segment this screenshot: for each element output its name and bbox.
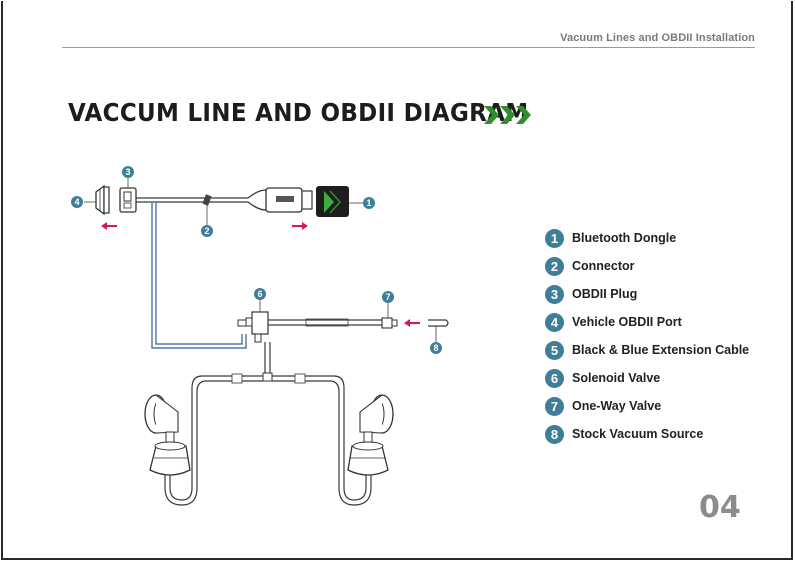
bluetooth-dongle-icon xyxy=(316,186,349,217)
callout-8: 8 xyxy=(430,342,442,354)
legend-number-badge: 7 xyxy=(545,396,564,416)
page-title: VACCUM LINE AND OBDII DIAGRAM xyxy=(68,99,529,128)
legend-item: 1 Bluetooth Dongle xyxy=(545,224,749,252)
obdii-connector-end xyxy=(265,187,313,213)
solenoid-valve-icon xyxy=(237,300,269,343)
legend-number-badge: 2 xyxy=(545,256,564,276)
legend-number-badge: 1 xyxy=(545,228,564,248)
page-number: 04 xyxy=(699,490,741,525)
legend-label: One-Way Valve xyxy=(572,399,662,413)
stock-vacuum-source xyxy=(428,319,449,342)
obdii-plug-icon xyxy=(119,178,137,213)
legend-item: 4 Vehicle OBDII Port xyxy=(545,308,749,336)
vehicle-obdii-port-icon xyxy=(95,184,110,216)
legend-item: 7 One-Way Valve xyxy=(545,392,749,420)
legend-label: Bluetooth Dongle xyxy=(572,231,677,245)
svg-text:8: 8 xyxy=(433,343,438,353)
direction-arrow-left xyxy=(101,222,117,230)
legend-number-badge: 5 xyxy=(545,340,564,360)
header-divider xyxy=(62,47,755,48)
legend-label: Solenoid Valve xyxy=(572,371,661,385)
gauge-pod-icon xyxy=(347,394,394,476)
legend-item: 3 OBDII Plug xyxy=(545,280,749,308)
legend-label: Stock Vacuum Source xyxy=(572,427,704,441)
vacuum-hose-right xyxy=(268,319,382,326)
direction-arrow-source xyxy=(404,319,420,327)
legend-number-badge: 3 xyxy=(545,284,564,304)
callout-1: 1 xyxy=(363,197,375,209)
callout-4: 4 xyxy=(71,196,83,208)
legend-item: 2 Connector xyxy=(545,252,749,280)
legend-label: Connector xyxy=(572,259,635,273)
svg-text:1: 1 xyxy=(366,198,371,208)
legend-label: Vehicle OBDII Port xyxy=(572,315,682,329)
connector-clip xyxy=(202,194,212,226)
legend-number-badge: 4 xyxy=(545,312,564,332)
legend-item: 6 Solenoid Valve xyxy=(545,364,749,392)
callout-7: 7 xyxy=(382,291,394,303)
legend-item: 8 Stock Vacuum Source xyxy=(545,420,749,448)
legend-number-badge: 6 xyxy=(545,368,564,388)
legend-list: 1 Bluetooth Dongle 2 Connector 3 OBDII P… xyxy=(545,224,749,448)
svg-text:6: 6 xyxy=(257,289,262,299)
callout-3: 3 xyxy=(122,166,134,178)
legend-label: Black & Blue Extension Cable xyxy=(572,343,750,357)
triple-chevron-icon xyxy=(484,106,531,124)
svg-text:7: 7 xyxy=(385,292,390,302)
gauge-pod-icon xyxy=(144,394,191,476)
svg-text:3: 3 xyxy=(125,167,130,177)
legend-label: OBDII Plug xyxy=(572,287,638,301)
svg-text:2: 2 xyxy=(204,226,209,236)
vacuum-hose-loop xyxy=(164,375,372,506)
blue-extension-cable xyxy=(151,203,247,349)
direction-arrow-right xyxy=(292,222,308,230)
legend-item: 5 Black & Blue Extension Cable xyxy=(545,336,749,364)
header-title: Vacuum Lines and OBDII Installation xyxy=(560,32,755,44)
extension-cable xyxy=(136,189,267,211)
svg-text:4: 4 xyxy=(74,197,79,207)
vacuum-hose-down xyxy=(264,342,271,376)
callout-2: 2 xyxy=(201,225,213,237)
callout-6: 6 xyxy=(254,288,266,300)
one-way-valve-icon xyxy=(381,303,398,329)
legend-number-badge: 8 xyxy=(545,424,564,444)
